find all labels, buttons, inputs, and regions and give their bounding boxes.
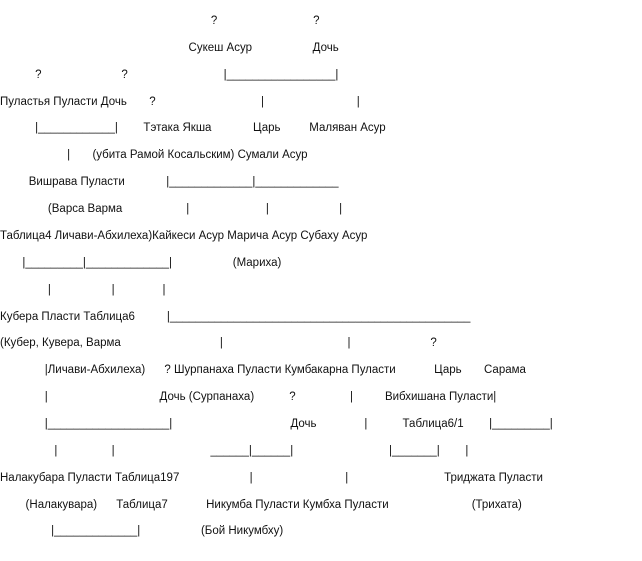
text-line: |_________|_____________| (Мариха) <box>0 257 282 269</box>
text-line: | | | <box>0 284 166 296</box>
text-line: |___________________| Дочь | Таблица6/1 … <box>0 418 553 430</box>
text-line: ? ? |_________________| <box>0 69 339 81</box>
text-line: |_____________| (Бой Никумбху) <box>0 525 284 537</box>
text-line: | | ______|______| |_______| | <box>0 445 469 457</box>
text-line: Таблица4 Личави-Абхилеха)Кайкеси Асур Ма… <box>0 230 368 242</box>
text-line: Вишрава Пуласти |_____________|_________… <box>0 176 339 188</box>
text-line: ? ? <box>0 15 320 27</box>
text-line: (Варса Варма | | | <box>0 203 343 215</box>
text-line: |____________| Тэтака Якша Царь Маляван … <box>0 122 386 134</box>
text-line: Кубера Пласти Таблица6 |________________… <box>0 311 471 323</box>
text-line: Пуластья Пуласти Дочь ? | | <box>0 96 360 108</box>
text-line: Налакубара Пуласти Таблица197 | | Триджа… <box>0 472 543 484</box>
text-line: | (убита Рамой Косальским) Сумали Асур <box>0 149 308 161</box>
text-line: (Налакувара) Таблица7 Никумба Пуласти Ку… <box>0 499 522 511</box>
text-line: |Личави-Абхилеха) ? Шурпанаха Пуласти Ку… <box>0 364 526 376</box>
text-line: Сукеш Асур Дочь <box>0 42 339 54</box>
text-line: | Дочь (Сурпанаха) ? | Вибхишана Пуласти… <box>0 391 497 403</box>
text-line: (Кубер, Кувера, Варма | | ? <box>0 337 437 349</box>
